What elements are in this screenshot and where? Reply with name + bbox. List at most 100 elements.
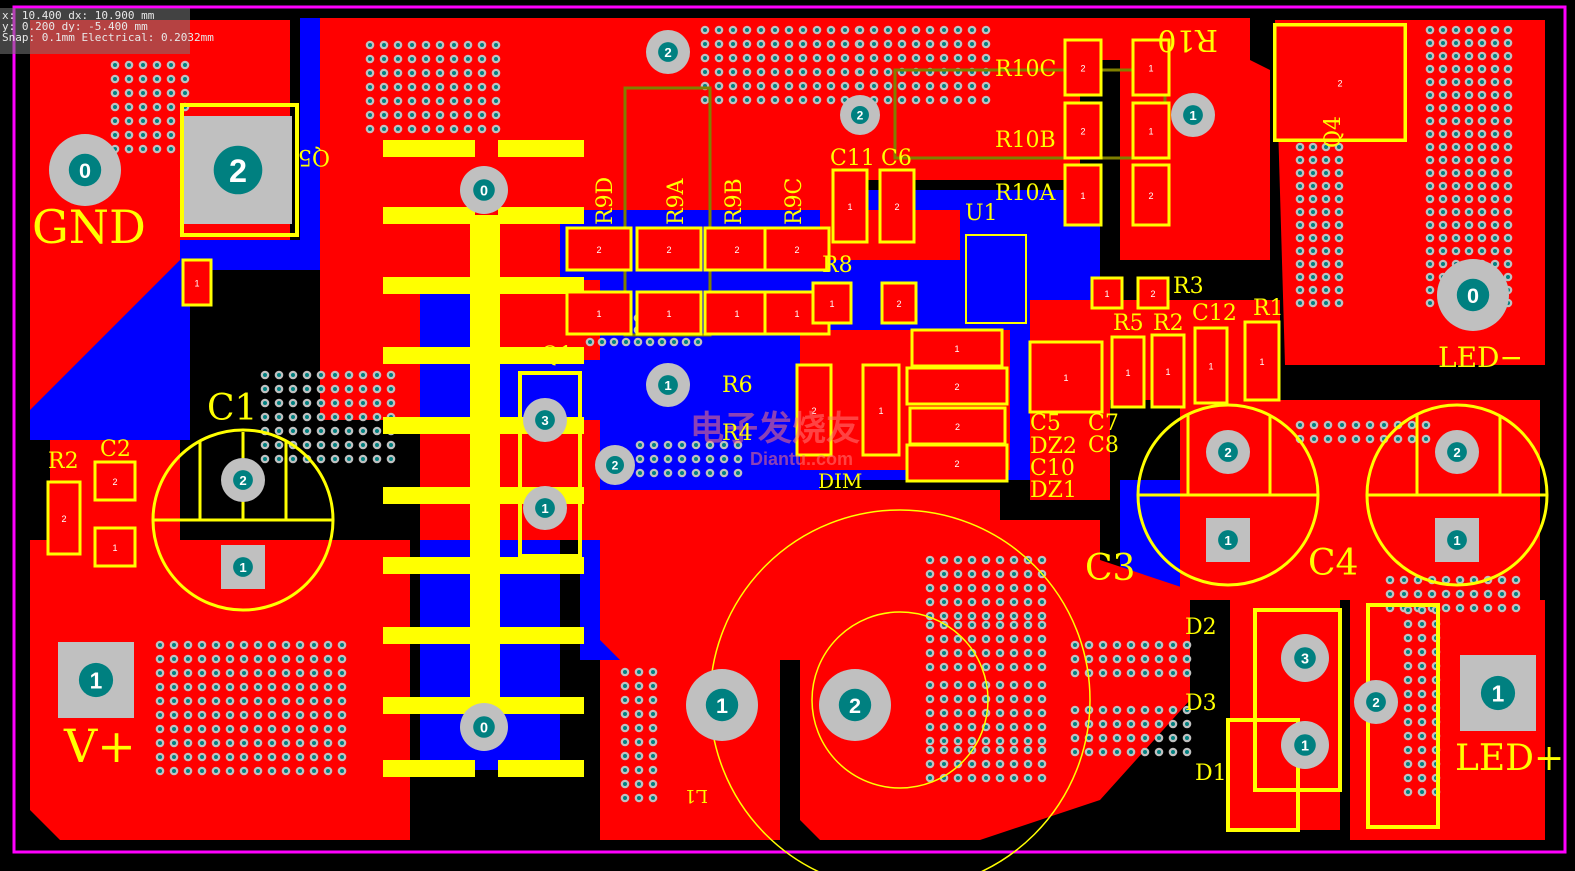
via-hole <box>389 457 393 461</box>
label-r9b: R9B <box>722 178 747 225</box>
via-hole <box>298 657 302 661</box>
via-hole <box>305 443 309 447</box>
via-hole <box>305 373 309 377</box>
via-hole <box>1324 145 1328 149</box>
via-hole <box>326 685 330 689</box>
smd-pad-number: 2 <box>666 245 671 255</box>
via-hole <box>1073 750 1077 754</box>
via-hole <box>829 28 833 32</box>
via-hole <box>333 415 337 419</box>
pad-number: 2 <box>229 153 247 189</box>
via-hole <box>1115 708 1119 712</box>
via-hole <box>1337 262 1341 266</box>
via-hole <box>1311 197 1315 201</box>
via-hole <box>1406 734 1410 738</box>
via-hole <box>1480 197 1484 201</box>
smd-pad <box>93 460 137 502</box>
via-hole <box>284 713 288 717</box>
via-hole <box>1480 41 1484 45</box>
smd-pad-number: 1 <box>1208 362 1213 372</box>
via-hole <box>970 762 974 766</box>
via-hole <box>312 671 316 675</box>
hud-line-xy: x: 10.400 dx: 10.900 mm <box>2 9 155 22</box>
via-hole <box>1441 93 1445 97</box>
via-hole <box>623 698 627 702</box>
smd-pad-number: 2 <box>894 202 899 212</box>
via-hole <box>172 657 176 661</box>
via-hole <box>1012 748 1016 752</box>
via-hole <box>998 725 1002 729</box>
smd-pad-number: 2 <box>1148 191 1153 201</box>
via-hole <box>1493 119 1497 123</box>
via-hole <box>340 741 344 745</box>
via-hole <box>396 99 400 103</box>
via-hole <box>787 84 791 88</box>
via-hole <box>1012 776 1016 780</box>
via-hole <box>270 685 274 689</box>
via-hole <box>494 85 498 89</box>
via-hole <box>717 98 721 102</box>
via-hole <box>340 699 344 703</box>
via-hole <box>200 643 204 647</box>
smd-pad <box>878 168 916 244</box>
via-hole <box>1480 80 1484 84</box>
via-hole <box>158 727 162 731</box>
via-hole <box>1311 236 1315 240</box>
via-hole <box>200 699 204 703</box>
via-hole <box>970 725 974 729</box>
via-hole <box>1337 197 1341 201</box>
via-hole <box>410 113 414 117</box>
via-hole <box>1012 651 1016 655</box>
via-hole <box>872 84 876 88</box>
pad-hole <box>535 410 555 430</box>
via-hole <box>638 471 642 475</box>
via-hole <box>651 768 655 772</box>
via-hole <box>745 42 749 46</box>
via-hole <box>1480 236 1484 240</box>
via-hole <box>703 28 707 32</box>
via-hole <box>1500 606 1504 610</box>
via-hole <box>333 401 337 405</box>
via-hole <box>759 42 763 46</box>
via-hole <box>277 415 281 419</box>
via-hole <box>466 57 470 61</box>
smd-pad-number: 2 <box>1337 79 1342 89</box>
via-hole <box>256 657 260 661</box>
u1-outline <box>965 234 1027 324</box>
via-hole <box>942 572 946 576</box>
via-hole <box>375 457 379 461</box>
via-hole <box>956 42 960 46</box>
via-hole <box>1406 650 1410 654</box>
via-hole <box>956 725 960 729</box>
via-hole <box>942 84 946 88</box>
via-hole <box>1402 578 1406 582</box>
via-hole <box>928 762 932 766</box>
via-hole <box>1454 236 1458 240</box>
via-hole <box>1073 722 1077 726</box>
via-hole <box>984 84 988 88</box>
via-hole <box>680 443 684 447</box>
via-hole <box>1311 210 1315 214</box>
via-hole <box>1073 643 1077 647</box>
via-hole <box>1040 711 1044 715</box>
smd-pad-number: 2 <box>954 459 959 469</box>
via-hole <box>1012 739 1016 743</box>
via-hole <box>277 373 281 377</box>
via-hole <box>1493 184 1497 188</box>
via-hole <box>970 637 974 641</box>
via-hole <box>270 643 274 647</box>
via-hole <box>651 698 655 702</box>
label-r10a: R10A <box>995 181 1057 206</box>
via-hole <box>319 443 323 447</box>
via-hole <box>829 98 833 102</box>
via-hole <box>1298 223 1302 227</box>
via-hole <box>773 56 777 60</box>
via-hole <box>1454 54 1458 58</box>
pad-number: 0 <box>480 720 488 736</box>
smd-pad-number: 2 <box>955 422 960 432</box>
via-hole <box>284 643 288 647</box>
via-hole <box>452 71 456 75</box>
via-hole <box>815 28 819 32</box>
via-hole <box>284 727 288 731</box>
